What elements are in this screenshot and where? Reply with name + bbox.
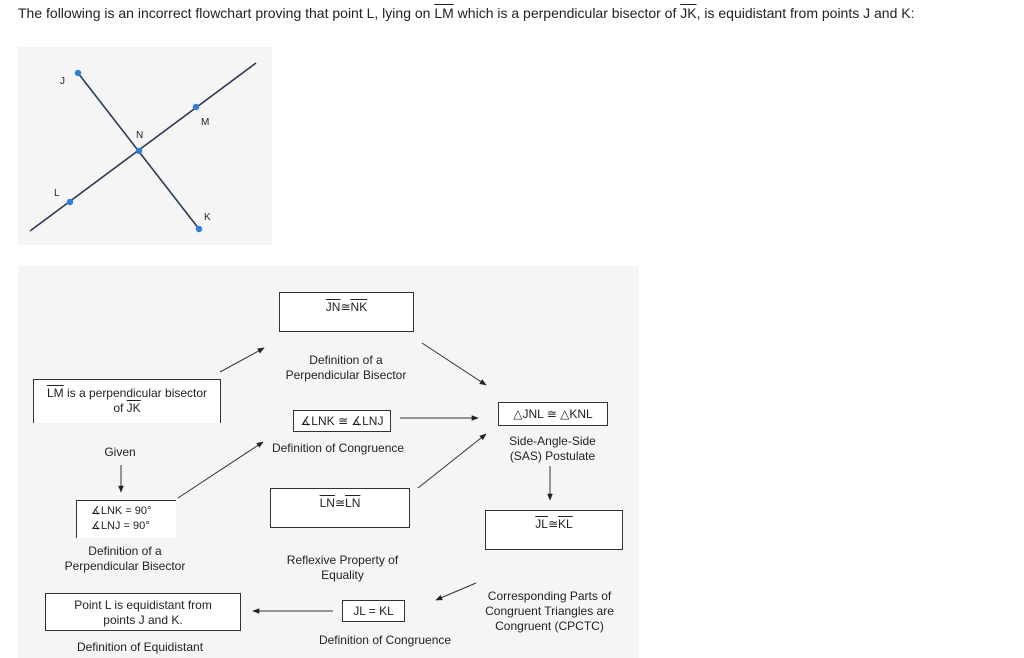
given-jk-seg: JK	[126, 401, 141, 415]
point-l	[66, 198, 74, 206]
nk-seg: NK	[350, 300, 368, 314]
equidistant-box: Point L is equidistant from points J and…	[45, 593, 241, 631]
jn-nk-box: JN≅NK	[279, 292, 414, 332]
jn-nk-op: ≅	[340, 300, 351, 314]
angles-reason-line-2: Perpendicular Bisector	[64, 559, 186, 573]
given-line-2: of JK	[34, 401, 220, 416]
given-statement-box: LM is a perpendicular bisector of JK	[33, 379, 221, 423]
equidistant-line-2: points J and K.	[103, 613, 183, 627]
arrow-given-to-jnnk	[219, 347, 265, 373]
jn-nk-reason: Definition of a Perpendicular Bisector	[270, 353, 422, 383]
figure-svg	[29, 62, 257, 233]
jl-cong-kl-box: JL≅KL	[485, 510, 623, 550]
ln-reason: Reflexive Property of Equality	[270, 553, 415, 583]
question-suffix: , is equidistant from points J and K:	[696, 5, 915, 21]
question-prefix: The following is an incorrect flowchart …	[18, 5, 435, 21]
question-text: The following is an incorrect flowchart …	[18, 5, 914, 21]
arrow-jnnk-to-triangle	[421, 342, 487, 386]
point-label-n: N	[136, 130, 144, 141]
equidistant-reason: Definition of Equidistant	[76, 640, 204, 654]
geometry-figure: J M N L K	[18, 47, 272, 245]
angle-congruent-reason: Definition of Congruence	[271, 441, 405, 455]
jl-eq-kl-reason: Definition of Congruence	[318, 633, 452, 647]
point-label-m: M	[201, 117, 210, 128]
given-reason: Given	[104, 445, 136, 459]
triangle-reason-line-1: Side-Angle-Side	[509, 434, 596, 448]
cpctc-line-1: Corresponding Parts of	[487, 589, 612, 603]
ln-reason-line-1: Reflexive Property of	[286, 553, 399, 567]
cpctc-reason: Corresponding Parts of Congruent Triangl…	[472, 589, 627, 634]
jl-seg: JL	[535, 517, 548, 531]
angle-lnk-90: ∡LNK = 90°	[91, 505, 152, 517]
given-line-1: LM is a perpendicular bisector	[34, 386, 220, 401]
triangle-congruent-box: △JNL ≅ △KNL	[498, 402, 608, 426]
cpctc-line-3: Congruent (CPCTC)	[495, 619, 604, 633]
line-lm-label: LM	[434, 5, 454, 21]
jn-nk-reason-line-2: Perpendicular Bisector	[285, 368, 407, 382]
given-lm-seg: LM	[46, 386, 64, 400]
given-line-1-rest: is a perpendicular bisector	[63, 386, 208, 400]
ln-seg-right: LN	[345, 496, 361, 510]
ln-ln-box: LN≅LN	[270, 488, 410, 528]
triangle-reason: Side-Angle-Side (SAS) Postulate	[480, 434, 625, 464]
ln-seg-left: LN	[319, 496, 335, 510]
question-middle: which is a perpendicular bisector of	[453, 5, 681, 21]
angles-reason: Definition of a Perpendicular Bisector	[50, 544, 200, 574]
arrow-ln-to-triangle	[417, 433, 487, 489]
point-n	[135, 147, 143, 155]
jn-seg: JN	[325, 300, 341, 314]
point-label-j: J	[60, 76, 65, 87]
cpctc-line-2: Congruent Triangles are	[485, 604, 614, 618]
jl-eq-kl-box: JL = KL	[342, 600, 405, 622]
angle-congruent-box: ∡LNK ≅ ∡LNJ	[293, 410, 391, 432]
right-angles-box: ∡LNK = 90° ∡LNJ = 90°	[76, 500, 176, 538]
triangle-reason-line-2: (SAS) Postulate	[509, 449, 596, 463]
jn-nk-reason-line-1: Definition of a	[309, 353, 383, 367]
segment-jk-label: JK	[680, 5, 697, 21]
point-j	[74, 69, 82, 77]
kl-seg: KL	[558, 517, 573, 531]
arrow-cpctc-to-jleq	[435, 582, 477, 601]
ln-op: ≅	[334, 496, 346, 510]
point-label-l: L	[54, 188, 60, 199]
angle-lnj-90: ∡LNJ = 90°	[91, 520, 150, 532]
point-m	[192, 103, 200, 111]
equidistant-line-1: Point L is equidistant from	[74, 598, 212, 612]
given-line-2-prefix: of	[113, 401, 127, 415]
angles-reason-line-1: Definition of a	[88, 544, 162, 558]
ln-reason-line-2: Equality	[321, 568, 364, 582]
arrow-angles-to-congruence	[177, 441, 264, 499]
point-label-k: K	[204, 212, 211, 223]
point-k	[195, 225, 203, 233]
jl-cong-op: ≅	[547, 517, 559, 531]
